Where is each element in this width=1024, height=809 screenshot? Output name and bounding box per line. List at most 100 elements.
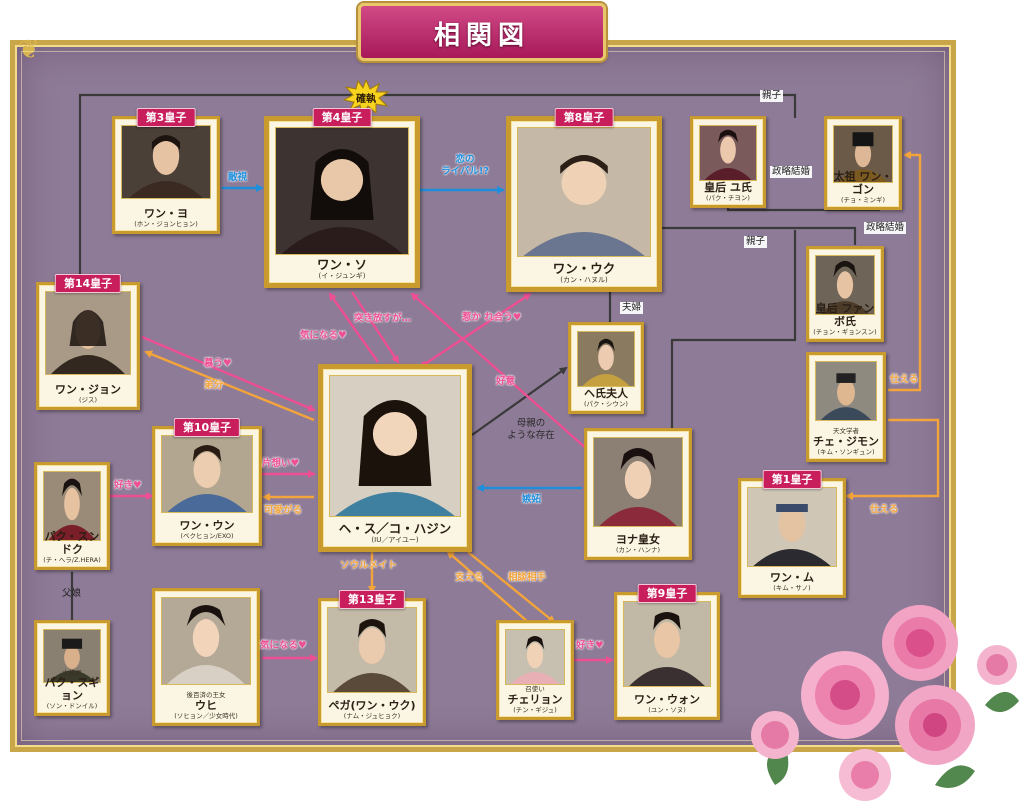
card-wang-so[interactable]: ワン・ソ(イ・ジュンギ) — [264, 116, 420, 288]
character-title: 天文学者 — [833, 427, 859, 436]
card-baek-ah[interactable]: ペガ(ワン・ウク)(ナム・ジュヒョク) — [318, 598, 426, 726]
rank-badge: 第10皇子 — [173, 418, 241, 437]
relation-label-serves-1: 仕える — [890, 374, 919, 385]
portrait-photo — [623, 601, 711, 687]
portrait-photo — [747, 487, 837, 567]
rank-badge: 第3皇子 — [136, 108, 196, 127]
portrait-photo — [833, 125, 893, 183]
actor-name: (ジス) — [78, 395, 98, 404]
relation-label-curious-2: 気になる♥ — [260, 640, 307, 651]
character-name: ペガ(ワン・ウク) — [328, 698, 416, 712]
character-name: ヘ・ス／コ・ハジン — [338, 520, 452, 536]
card-wang-jung[interactable]: ワン・ジョン(ジス) — [36, 282, 140, 410]
card-choi-jimong[interactable]: 天文学者チェ・ジモン(キム・ソンギュン) — [806, 352, 886, 462]
relation-label-serves-2: 仕える — [870, 504, 899, 515]
card-chae-ryung[interactable]: 召使いチェリョン(チン・ギジュ) — [496, 620, 574, 720]
card-yeon-hwa[interactable]: ヨナ皇女(カン・ハンナ) — [584, 428, 692, 560]
relation-label-political-marriage-2: 政略結婚 — [864, 222, 907, 234]
relation-label-supports: 支える — [455, 572, 484, 583]
actor-name: (パク・チヨン) — [706, 193, 750, 202]
actor-name: (IU／アイユー) — [371, 535, 419, 544]
card-park-soondeok[interactable]: パク・スンドク(チ・ヘラ/Z.HERA) — [34, 462, 110, 570]
character-name: ワン・ソ — [316, 256, 367, 272]
goodwill-arrow — [410, 292, 589, 451]
relation-label-unrequited: 片想い♥ — [262, 458, 300, 469]
card-lady-hae[interactable]: ヘ氏夫人(パク・シウン) — [568, 322, 644, 414]
relation-label-younger-brother: 弟分 — [204, 380, 224, 391]
relation-label-cute: 可愛がる — [264, 505, 303, 516]
card-hae-soo[interactable]: ヘ・ス／コ・ハジン(IU／アイユー) — [318, 364, 472, 552]
card-woo-hee[interactable]: 後百済の王女ウヒ(ソヒョン／少女時代) — [152, 588, 260, 726]
character-name: パク・スギョン — [44, 676, 100, 702]
person-portrait-icon — [328, 608, 416, 692]
person-portrait-icon — [578, 332, 634, 386]
younger-brother-arrow — [144, 350, 315, 422]
person-portrait-icon — [276, 128, 408, 254]
card-wang-wook[interactable]: ワン・ウク(カン・ハヌル) — [506, 116, 662, 292]
card-park-sooggyeom[interactable]: 大将軍パク・スギョン(ソン・ドンイル) — [34, 620, 110, 716]
person-portrait-icon — [162, 436, 252, 512]
character-title: 大将軍 — [62, 668, 82, 677]
actor-name: (チン・ギジュ) — [513, 705, 557, 714]
actor-name: (カン・ハンナ) — [615, 545, 661, 554]
person-portrait-icon — [44, 472, 100, 540]
peony-flowers-icon — [751, 605, 1019, 801]
card-queen-hwangbo[interactable]: 皇后 ファンボ氏(チョン・ギョンスン) — [806, 246, 884, 342]
rank-badge: 第14皇子 — [54, 274, 122, 293]
relation-label-likes-2: 好き♥ — [576, 640, 604, 651]
character-title: 後百済の王女 — [186, 691, 226, 700]
card-queen-yu[interactable]: 皇后 ユ氏(パク・チヨン) — [690, 116, 766, 208]
person-portrait-icon — [816, 256, 874, 314]
character-name: ワン・ウォン — [634, 692, 700, 706]
family-line-top — [78, 93, 797, 275]
person-portrait-icon — [518, 128, 650, 256]
card-wang-won[interactable]: ワン・ウォン(ユン・ソヌ) — [614, 592, 720, 720]
person-portrait-icon — [46, 292, 130, 374]
card-wang-mu[interactable]: ワン・ム(キム・サノ) — [738, 478, 846, 598]
supports-arrow — [446, 550, 529, 623]
portrait-photo — [699, 125, 757, 181]
portrait-photo — [161, 597, 251, 685]
portrait-photo — [815, 255, 875, 315]
relation-label-political-marriage-1: 政略結婚 — [770, 166, 813, 178]
card-wang-eun[interactable]: ワン・ウン(ベクヒョン/EXO) — [152, 426, 262, 546]
card-taejo[interactable]: 太祖 ワン・ゴン(チョ・ミンギ) — [824, 116, 902, 210]
actor-name: (ソヒョン／少女時代) — [174, 711, 238, 720]
confidant-arrow — [467, 551, 556, 624]
character-name: ヘ氏夫人 — [584, 386, 628, 400]
relation-label-adores: 慕う♥ — [204, 358, 232, 369]
family-line-kinship — [670, 230, 797, 430]
rank-badge: 第1皇子 — [762, 470, 822, 489]
person-portrait-icon — [162, 598, 250, 684]
card-wang-yo[interactable]: ワン・ヨ(ホン・ジョンヒョン) — [112, 116, 220, 234]
actor-name: (チ・ヘラ/Z.HERA) — [43, 555, 101, 564]
character-name: ワン・ム — [770, 570, 814, 584]
actor-name: (イ・ジュンギ) — [318, 271, 366, 280]
character-title: 召使い — [525, 685, 545, 694]
portrait-photo — [505, 629, 565, 685]
portrait-photo — [517, 127, 651, 257]
portrait-photo — [329, 375, 461, 517]
relation-label-pushes-away: 突き放すが… — [354, 313, 412, 324]
person-portrait-icon — [834, 126, 892, 182]
actor-name: (ユン・ソヌ) — [648, 705, 686, 714]
portrait-photo — [121, 125, 211, 199]
relation-label-enmity: 敵視 — [228, 172, 248, 183]
character-name: 皇后 ファンボ氏 — [815, 302, 875, 328]
serves-arrow-2 — [845, 418, 940, 500]
relation-label-soulmate: ソウルメイト — [340, 560, 398, 571]
character-name: ウヒ — [195, 698, 217, 712]
portrait-photo — [43, 471, 101, 541]
actor-name: (ホン・ジョンヒョン) — [134, 219, 198, 228]
person-portrait-icon — [122, 126, 210, 198]
actor-name: (キム・ソンギュン) — [817, 447, 875, 456]
rank-badge: 第13皇子 — [338, 590, 406, 609]
person-portrait-icon — [44, 630, 100, 682]
drawn-apart-arrow — [420, 292, 532, 369]
relation-label-parent-child-1: 親子 — [760, 90, 784, 102]
character-name: ワン・ジョン — [55, 382, 121, 396]
actor-name: (カン・ハヌル) — [560, 275, 608, 284]
curious-arrow — [328, 292, 379, 363]
person-portrait-icon — [624, 602, 710, 686]
person-portrait-icon — [330, 376, 460, 516]
